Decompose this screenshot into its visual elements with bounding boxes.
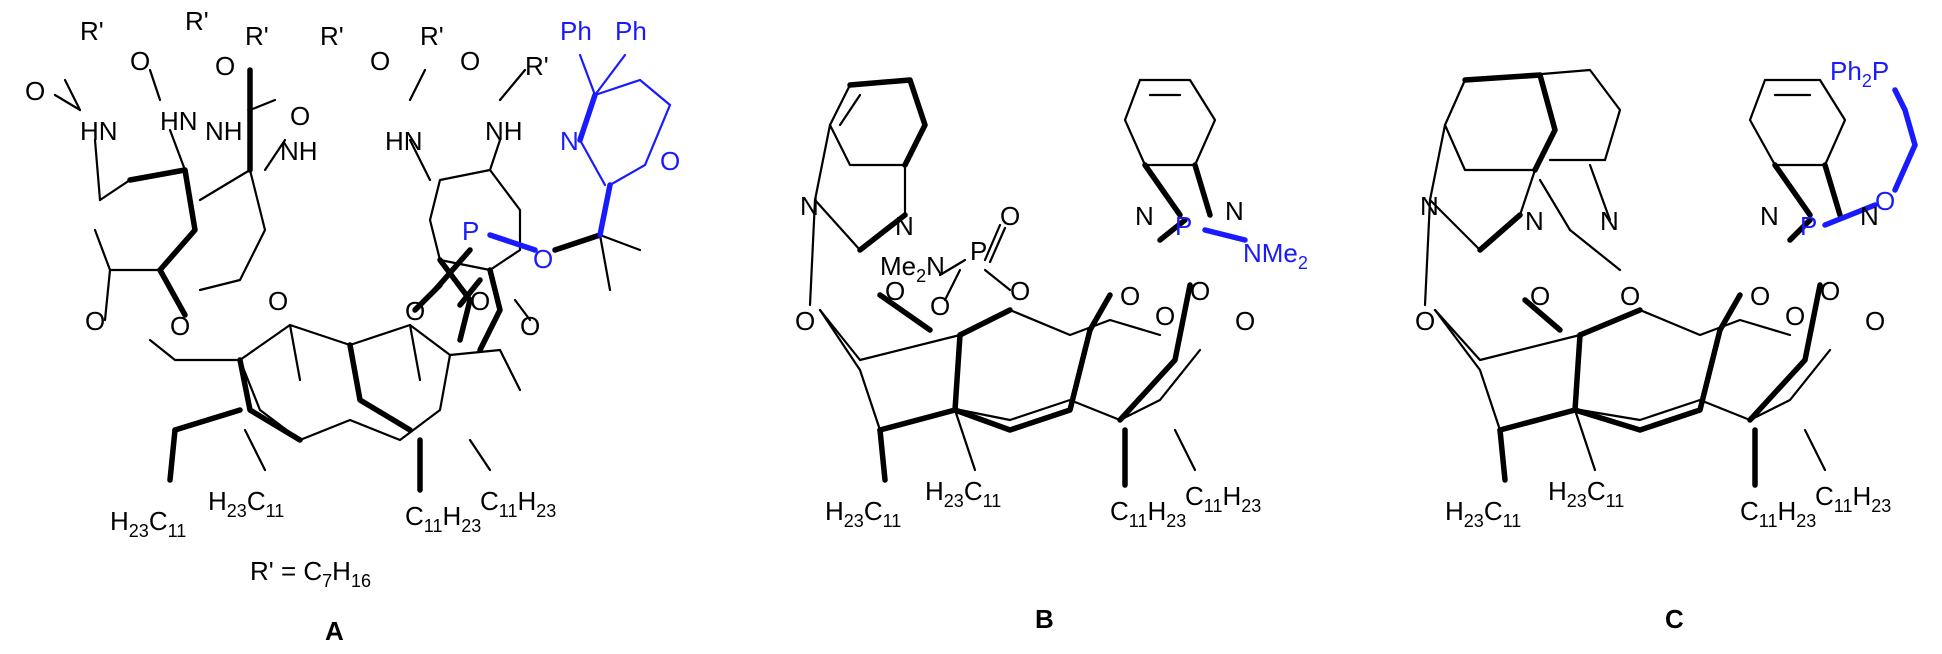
- alkyl-label: H23C11: [208, 486, 284, 521]
- atom-ph: Ph: [615, 16, 647, 46]
- alkyl-label: C11H23: [1740, 496, 1816, 531]
- atom-o: O: [1235, 306, 1255, 336]
- atom-p: P: [462, 216, 479, 246]
- structure-c: N N N N N O O O O O O O P O Ph2P H23C11 …: [1415, 56, 1918, 634]
- atom-o: O: [1530, 281, 1550, 311]
- atom-n: N: [1420, 191, 1439, 221]
- alkyl-label: H23C11: [110, 506, 186, 541]
- atom-o: O: [470, 286, 490, 316]
- atom-o: O: [1865, 306, 1885, 336]
- atom-o: O: [1190, 276, 1210, 306]
- structure-a: R' R' R' R' R' R' O O O O O O HN HN NH N…: [25, 6, 680, 646]
- alkyl-label: C11H23: [480, 486, 556, 521]
- atom-o: O: [885, 276, 905, 306]
- atom-n: N: [1600, 206, 1619, 236]
- atom-r: R': [525, 51, 549, 81]
- atom-o: O: [85, 306, 105, 336]
- alkyl-label: C11H23: [1815, 481, 1891, 516]
- alkyl-label: H23C11: [825, 496, 901, 531]
- atom-n: N: [560, 126, 579, 156]
- structure-c-atoms: N N N N N O O O O O O O P O Ph2P H23C11 …: [1415, 56, 1895, 531]
- atom-nh: NH: [280, 136, 318, 166]
- atom-o: O: [1155, 301, 1175, 331]
- atom-n: N: [895, 211, 914, 241]
- atom-r: R': [320, 21, 344, 51]
- atom-r: R': [420, 21, 444, 51]
- atom-o: O: [370, 46, 390, 76]
- atom-o: O: [215, 51, 235, 81]
- atom-hn: HN: [160, 106, 198, 136]
- alkyl-label: C11H23: [1185, 481, 1261, 516]
- atom-o: O: [930, 291, 950, 321]
- atom-n: N: [1760, 201, 1779, 231]
- structure-b-frame: [808, 77, 1248, 488]
- atom-o: O: [795, 306, 815, 336]
- atom-o: O: [660, 146, 680, 176]
- atom-p: P: [1800, 211, 1817, 241]
- atom-nme2: NMe2: [1243, 238, 1308, 273]
- structure-a-frame: [53, 67, 532, 493]
- atom-n: N: [1860, 201, 1879, 231]
- atom-n: N: [1525, 206, 1544, 236]
- atom-o: O: [1820, 276, 1840, 306]
- structure-b-atoms: N N N N O P Me2N O O O O O O O O P NMe2 …: [795, 191, 1308, 531]
- atom-nh: NH: [485, 116, 523, 146]
- atom-n: N: [1225, 196, 1244, 226]
- atom-ph: Ph: [560, 16, 592, 46]
- atom-o: O: [25, 76, 45, 106]
- alkyl-label: C11H23: [1110, 496, 1186, 531]
- atom-o: O: [130, 46, 150, 76]
- atom-p: P: [970, 236, 987, 266]
- atom-o: O: [1785, 301, 1805, 331]
- atom-o: O: [1875, 186, 1895, 216]
- atom-o: O: [1010, 276, 1030, 306]
- atom-n: N: [800, 191, 819, 221]
- atom-o: O: [533, 244, 553, 274]
- atom-o: O: [460, 46, 480, 76]
- atom-hn: HN: [80, 116, 118, 146]
- alkyl-label: H23C11: [1548, 476, 1624, 511]
- label-b: B: [1035, 604, 1054, 634]
- atom-r: R': [245, 21, 269, 51]
- atom-p: P: [1175, 211, 1192, 241]
- atom-o: O: [1750, 281, 1770, 311]
- atom-o: O: [1620, 281, 1640, 311]
- atom-o: O: [1000, 201, 1020, 231]
- alkyl-label: C11H23: [405, 501, 481, 536]
- structure-c-frame: [1423, 68, 1918, 488]
- atom-me2n: Me2N: [880, 251, 945, 286]
- alkyl-label: H23C11: [925, 476, 1001, 511]
- r-definition: R' = C7H16: [250, 556, 371, 591]
- atom-o: O: [520, 311, 540, 341]
- atom-o: O: [290, 101, 310, 131]
- label-c: C: [1665, 604, 1684, 634]
- structure-b: N N N N O P Me2N O O O O O O O O P NMe2 …: [795, 77, 1308, 634]
- structure-a-atoms: R' R' R' R' R' R' O O O O O O HN HN NH N…: [25, 6, 680, 541]
- label-a: A: [325, 616, 344, 646]
- atom-r: R': [80, 16, 104, 46]
- atom-o: O: [1415, 306, 1435, 336]
- atom-o: O: [170, 311, 190, 341]
- atom-o: O: [1120, 281, 1140, 311]
- atom-o: O: [405, 296, 425, 326]
- structure-a-oxazoline-ligand: [487, 53, 672, 292]
- atom-ph2p: Ph2P: [1830, 56, 1889, 91]
- atom-n: N: [1135, 201, 1154, 231]
- atom-nh: NH: [205, 116, 243, 146]
- alkyl-label: H23C11: [1445, 496, 1521, 531]
- atom-hn: HN: [385, 126, 423, 156]
- atom-o: O: [268, 286, 288, 316]
- atom-r: R': [185, 6, 209, 36]
